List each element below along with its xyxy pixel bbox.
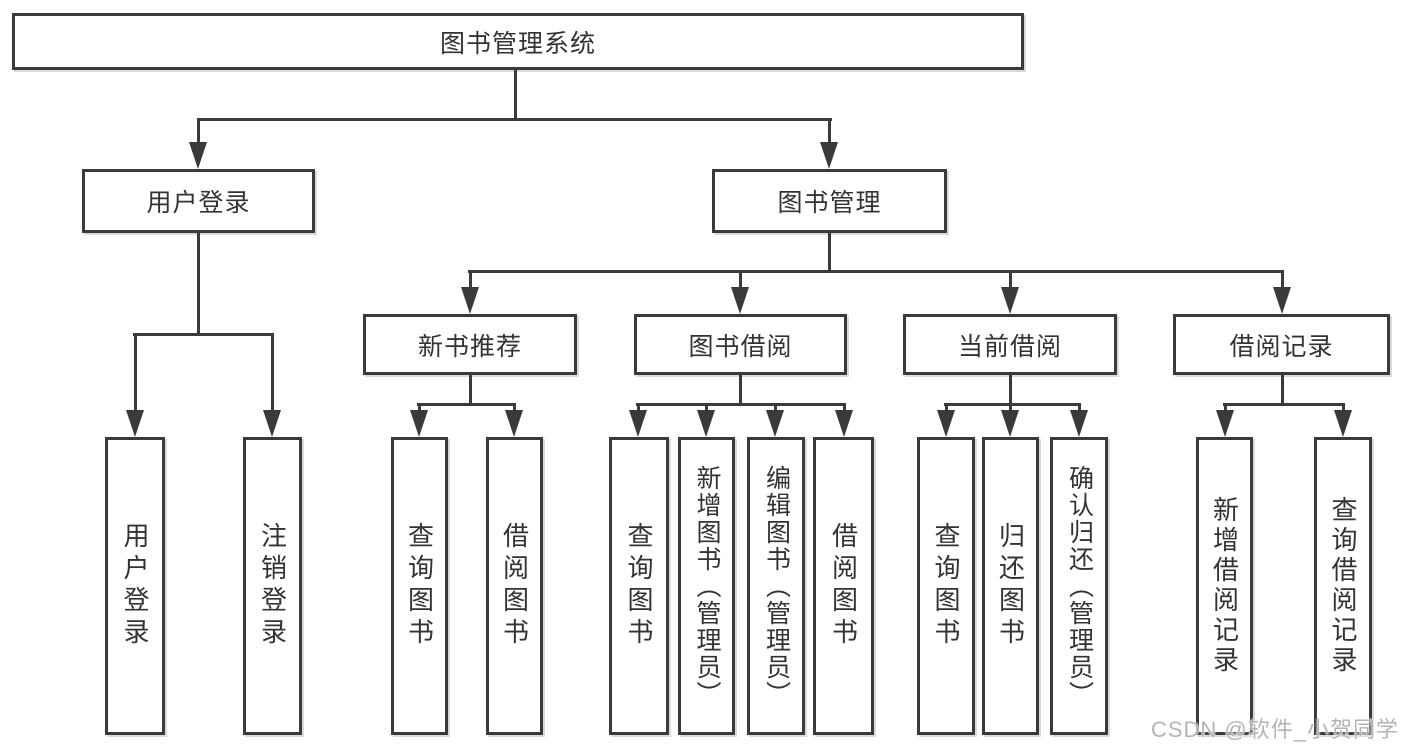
leaf-cb-return-books: 归还图书: [982, 437, 1039, 735]
leaf-nb-borrow-books-label: 借阅图书: [499, 522, 530, 650]
connector-book-management-bus: [468, 270, 1283, 273]
connector-book-borrow-stem: [739, 373, 742, 405]
connector-new-book-stem: [469, 373, 472, 405]
arrowhead-cb-confirm-return: [1070, 410, 1088, 437]
arrowhead-book-borrow: [731, 287, 749, 314]
leaf-rec-add-borrow-record-label: 新增借阅记录: [1209, 496, 1240, 676]
arrow-stem-borrow-records: [1281, 270, 1284, 289]
arrowhead-current-borrow: [1001, 287, 1019, 314]
leaf-logout-login: 注销登录: [243, 437, 302, 735]
connector-book-borrow-bus: [636, 403, 846, 406]
arrowhead-cb-return-books: [1001, 410, 1019, 437]
leaf-bw-borrow-books-label: 借阅图书: [828, 522, 859, 650]
leaf-bw-query-books: 查询图书: [609, 437, 669, 735]
arrow-stem-book-management: [828, 118, 831, 145]
arrowhead-nb-borrow-books: [505, 410, 523, 437]
arrowhead-book-management: [820, 142, 838, 169]
arrowhead-bw-borrow-books: [835, 410, 853, 437]
arrowhead-bw-edit-books: [766, 410, 784, 437]
connector-current-borrow-stem: [1009, 373, 1012, 405]
arrow-stem-leaf-logout-login: [271, 333, 274, 412]
leaf-cb-return-books-label: 归还图书: [995, 522, 1026, 650]
leaf-rec-query-borrow-record-label: 查询借阅记录: [1328, 496, 1358, 676]
arrow-stem-bw-borrow-books: [843, 403, 846, 413]
leaf-user-login: 用户登录: [105, 437, 165, 735]
arrow-stem-rec-add-record: [1224, 403, 1227, 413]
connector-user-login-bus: [133, 333, 274, 336]
arrowhead-cb-query-books: [937, 410, 955, 437]
leaf-bw-borrow-books: 借阅图书: [813, 437, 874, 735]
arrow-stem-new-book-recommend: [469, 270, 472, 289]
connector-root-stem: [514, 69, 517, 120]
arrowhead-leaf-logout-login: [263, 410, 281, 437]
arrow-stem-user-login: [197, 118, 200, 145]
connector-user-login-stem: [197, 233, 200, 335]
leaf-bw-edit-books-admin-label: 编辑图书（管理员）: [762, 464, 791, 708]
arrow-stem-bw-query-books: [637, 403, 640, 413]
arrowhead-bw-add-books: [697, 410, 715, 437]
arrowhead-rec-add-record: [1216, 410, 1234, 437]
node-new-book-recommend: 新书推荐: [363, 314, 577, 375]
connector-new-book-bus: [417, 403, 516, 406]
arrowhead-bw-query-books: [629, 410, 647, 437]
leaf-bw-query-books-label: 查询图书: [624, 522, 654, 650]
node-borrow-records: 借阅记录: [1173, 314, 1390, 375]
arrow-stem-cb-confirm-return: [1078, 403, 1081, 413]
leaf-logout-login-label: 注销登录: [257, 522, 288, 650]
arrowhead-user-login: [189, 142, 207, 169]
leaf-cb-confirm-return-admin-label: 确认归还（管理员）: [1065, 464, 1094, 708]
leaf-bw-edit-books-admin: 编辑图书（管理员）: [747, 437, 805, 735]
connector-borrow-records-stem: [1281, 373, 1284, 405]
arrow-stem-book-borrow: [739, 270, 742, 289]
arrow-stem-leaf-user-login: [134, 333, 137, 412]
leaf-bw-add-books-admin: 新增图书（管理员）: [678, 437, 735, 735]
arrowhead-new-book-recommend: [461, 287, 479, 314]
leaf-cb-confirm-return-admin: 确认归还（管理员）: [1050, 437, 1108, 735]
connector-book-management-stem: [828, 233, 831, 272]
leaf-cb-query-books: 查询图书: [917, 437, 975, 735]
leaf-user-login-label: 用户登录: [120, 522, 150, 650]
arrow-stem-current-borrow: [1009, 270, 1012, 289]
node-user-login: 用户登录: [82, 169, 315, 233]
node-current-borrow: 当前借阅: [903, 314, 1117, 375]
node-root-library-management-system: 图书管理系统: [12, 13, 1024, 70]
arrow-stem-cb-return-books: [1009, 403, 1012, 413]
connector-current-borrow-bus: [944, 403, 1081, 406]
arrow-stem-rec-query-record: [1342, 403, 1345, 413]
csdn-watermark: CSDN @软件_小贺同学: [1150, 717, 1399, 742]
leaf-nb-query-books: 查询图书: [391, 437, 448, 735]
arrow-stem-cb-query-books: [945, 403, 948, 413]
leaf-cb-query-books-label: 查询图书: [931, 522, 961, 650]
arrow-stem-nb-query-books: [418, 403, 421, 413]
leaf-bw-add-books-admin-label: 新增图书（管理员）: [693, 464, 721, 708]
leaf-rec-query-borrow-record: 查询借阅记录: [1314, 437, 1372, 735]
arrowhead-rec-query-record: [1334, 410, 1352, 437]
arrowhead-borrow-records: [1273, 287, 1291, 314]
connector-borrow-records-bus: [1223, 403, 1345, 406]
node-book-borrow: 图书借阅: [634, 314, 847, 375]
arrow-stem-bw-add-books: [705, 403, 708, 413]
connector-root-bus: [197, 118, 832, 121]
leaf-nb-borrow-books: 借阅图书: [486, 437, 543, 735]
leaf-rec-add-borrow-record: 新增借阅记录: [1196, 437, 1253, 735]
node-book-management: 图书管理: [712, 169, 947, 233]
arrow-stem-nb-borrow-books: [513, 403, 516, 413]
arrowhead-nb-query-books: [410, 410, 428, 437]
leaf-nb-query-books-label: 查询图书: [404, 522, 435, 650]
arrow-stem-bw-edit-books: [774, 403, 777, 413]
arrowhead-leaf-user-login: [126, 410, 144, 437]
